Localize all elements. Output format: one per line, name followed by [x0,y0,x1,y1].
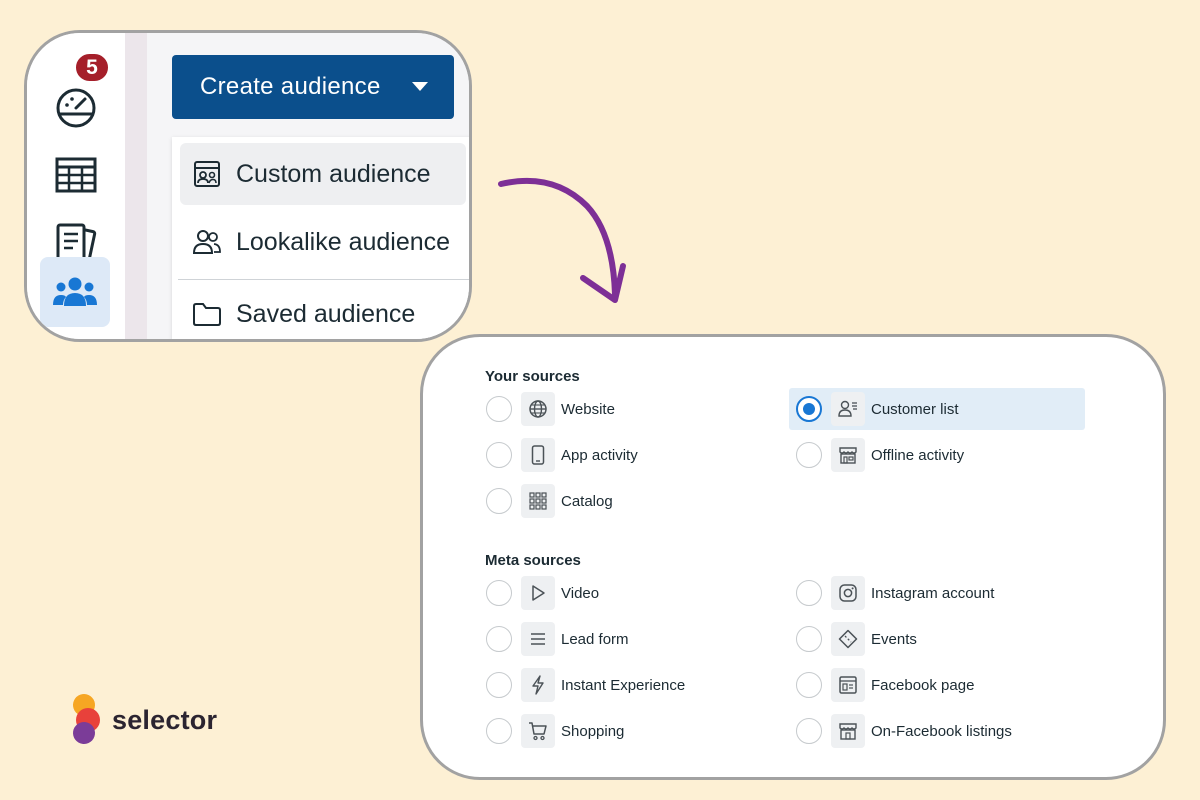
source-option-instagram-account[interactable]: Instagram account [789,572,994,614]
option-label: Catalog [561,492,613,510]
radio-button[interactable] [796,580,822,606]
create-audience-dropdown: Custom audience Lookalike audience Saved… [172,137,469,339]
instagram-icon [831,576,865,610]
dashboard-gauge-icon [56,88,96,128]
meta-sources-title: Meta sources [485,552,581,569]
curved-arrow [498,177,626,303]
source-option-customer-list[interactable]: Customer list [789,388,1085,430]
radio-button[interactable] [796,626,822,652]
your-sources-title: Your sources [485,368,580,385]
radio-button-selected[interactable] [796,396,822,422]
page-icon [831,668,865,702]
create-audience-label: Create audience [200,73,381,100]
radio-button[interactable] [796,672,822,698]
option-label: On-Facebook listings [871,722,1012,740]
audience-sources-panel: Your sources Website Customer list App a… [420,334,1166,780]
globe-icon [521,392,555,426]
customer-list-icon [831,392,865,426]
menu-divider [178,279,469,280]
cart-icon [521,714,555,748]
lookalike-people-icon [192,227,222,257]
radio-button[interactable] [486,396,512,422]
option-label: Website [561,400,615,418]
lightning-icon [521,668,555,702]
mobile-phone-icon [521,438,555,472]
create-audience-button[interactable]: Create audience [172,55,454,119]
radio-button[interactable] [486,626,512,652]
source-option-catalog[interactable]: Catalog [479,480,613,522]
option-label: Video [561,584,600,602]
nav-item-dashboard[interactable] [51,83,101,133]
rail-divider [125,33,147,339]
menu-item-custom-audience[interactable]: Custom audience [180,143,466,205]
nav-item-audiences[interactable] [40,257,110,327]
menu-item-label: Custom audience [236,159,431,188]
ticket-icon [831,622,865,656]
source-option-app-activity[interactable]: App activity [479,434,638,476]
radio-button[interactable] [486,672,512,698]
caret-down-icon [412,82,428,91]
list-lines-icon [521,622,555,656]
source-option-website[interactable]: Website [479,388,615,430]
catalog-grid-icon [521,484,555,518]
option-label: Offline activity [871,446,965,464]
menu-item-label: Lookalike audience [236,227,451,256]
radio-button[interactable] [796,718,822,744]
source-option-on-facebook-listings[interactable]: On-Facebook listings [789,710,1012,752]
nav-item-reports[interactable] [51,151,101,201]
source-option-events[interactable]: Events [789,618,917,660]
menu-item-lookalike-audience[interactable]: Lookalike audience [180,211,466,273]
selector-logo-mark-icon [73,694,100,744]
source-option-video[interactable]: Video [479,572,599,614]
source-option-offline-activity[interactable]: Offline activity [789,434,964,476]
menu-item-saved-audience[interactable]: Saved audience [180,283,466,339]
brand-name: selector [112,704,218,735]
selector-logo: selector [70,692,217,748]
radio-button[interactable] [486,580,512,606]
custom-audience-icon [192,159,222,189]
radio-button[interactable] [486,488,512,514]
source-option-lead-form[interactable]: Lead form [479,618,629,660]
notification-badge: 5 [73,51,111,84]
store-icon [831,438,865,472]
radio-button[interactable] [796,442,822,468]
radio-button[interactable] [486,442,512,468]
option-label: Lead form [561,630,629,648]
source-option-instant-experience[interactable]: Instant Experience [479,664,685,706]
create-audience-menu-zoom: 5 Create [24,30,472,342]
option-label: Instagram account [871,584,995,602]
source-option-facebook-page[interactable]: Facebook page [789,664,974,706]
option-label: App activity [561,446,638,464]
play-icon [521,576,555,610]
audience-people-icon [53,277,97,306]
menu-item-label: Saved audience [236,299,416,328]
option-label: Instant Experience [561,676,686,694]
option-label: Facebook page [871,676,975,694]
source-option-shopping[interactable]: Shopping [479,710,624,752]
option-label: Shopping [561,722,625,740]
folder-icon [192,299,222,329]
marketplace-icon [831,714,865,748]
option-label: Events [871,630,917,648]
table-grid-icon [55,157,97,193]
radio-button[interactable] [486,718,512,744]
option-label: Customer list [871,400,959,418]
